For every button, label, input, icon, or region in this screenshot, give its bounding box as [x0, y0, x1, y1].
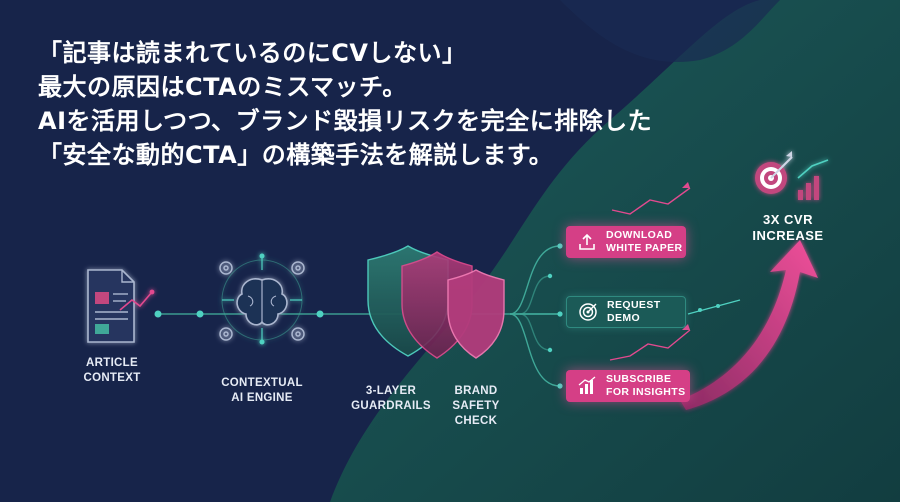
- headline-line: 「安全な動的CTA」の構築手法を解説します。: [38, 141, 554, 169]
- upload-icon: [579, 233, 595, 250]
- headline-line: 最大の原因はCTAのミスマッチ。: [38, 73, 407, 101]
- article-context-label: ARTICLE CONTEXT: [83, 357, 141, 384]
- ai-engine-label: CONTEXTUAL AI ENGINE: [221, 377, 303, 404]
- headline-line: AIを活用しつつ、ブランド毀損リスクを完全に排除した: [38, 107, 653, 135]
- connector-node: [557, 383, 563, 389]
- connector-node: [547, 273, 553, 279]
- headline: 「記事は読まれているのにCVしない」 最大の原因はCTAのミスマッチ。 AIを活…: [38, 36, 678, 172]
- flow-node: [196, 310, 204, 318]
- shield-icon: [367, 245, 505, 359]
- guardrails-label: 3-LAYER GUARDRAILS: [351, 385, 431, 412]
- connector-node: [547, 347, 553, 353]
- bar-chart-icon: [578, 376, 596, 394]
- target-arrow-icon: [755, 151, 829, 200]
- trend-lines: [609, 182, 741, 361]
- download-white-paper-button[interactable]: DOWNLOAD WHITE PAPER: [566, 226, 686, 258]
- brain-icon: [219, 253, 305, 345]
- request-demo-button[interactable]: REQUEST DEMO: [566, 296, 686, 328]
- branch-connectors: [509, 245, 561, 387]
- flow-node: [154, 310, 162, 318]
- flow-node: [316, 310, 324, 318]
- target-icon: [579, 303, 597, 321]
- result-label: 3X CVR INCREASE: [752, 212, 824, 243]
- document-icon: [87, 269, 155, 343]
- dark-blob: [560, 0, 780, 62]
- connector-node: [557, 243, 563, 249]
- brand-safety-label: BRAND SAFETY CHECK: [452, 385, 500, 427]
- subscribe-for-insights-button[interactable]: SUBSCRIBE FOR INSIGHTS: [566, 370, 690, 402]
- headline-line: 「記事は読まれているのにCVしない」: [38, 39, 467, 67]
- growth-arrow: [680, 240, 818, 410]
- connector-node: [557, 311, 563, 317]
